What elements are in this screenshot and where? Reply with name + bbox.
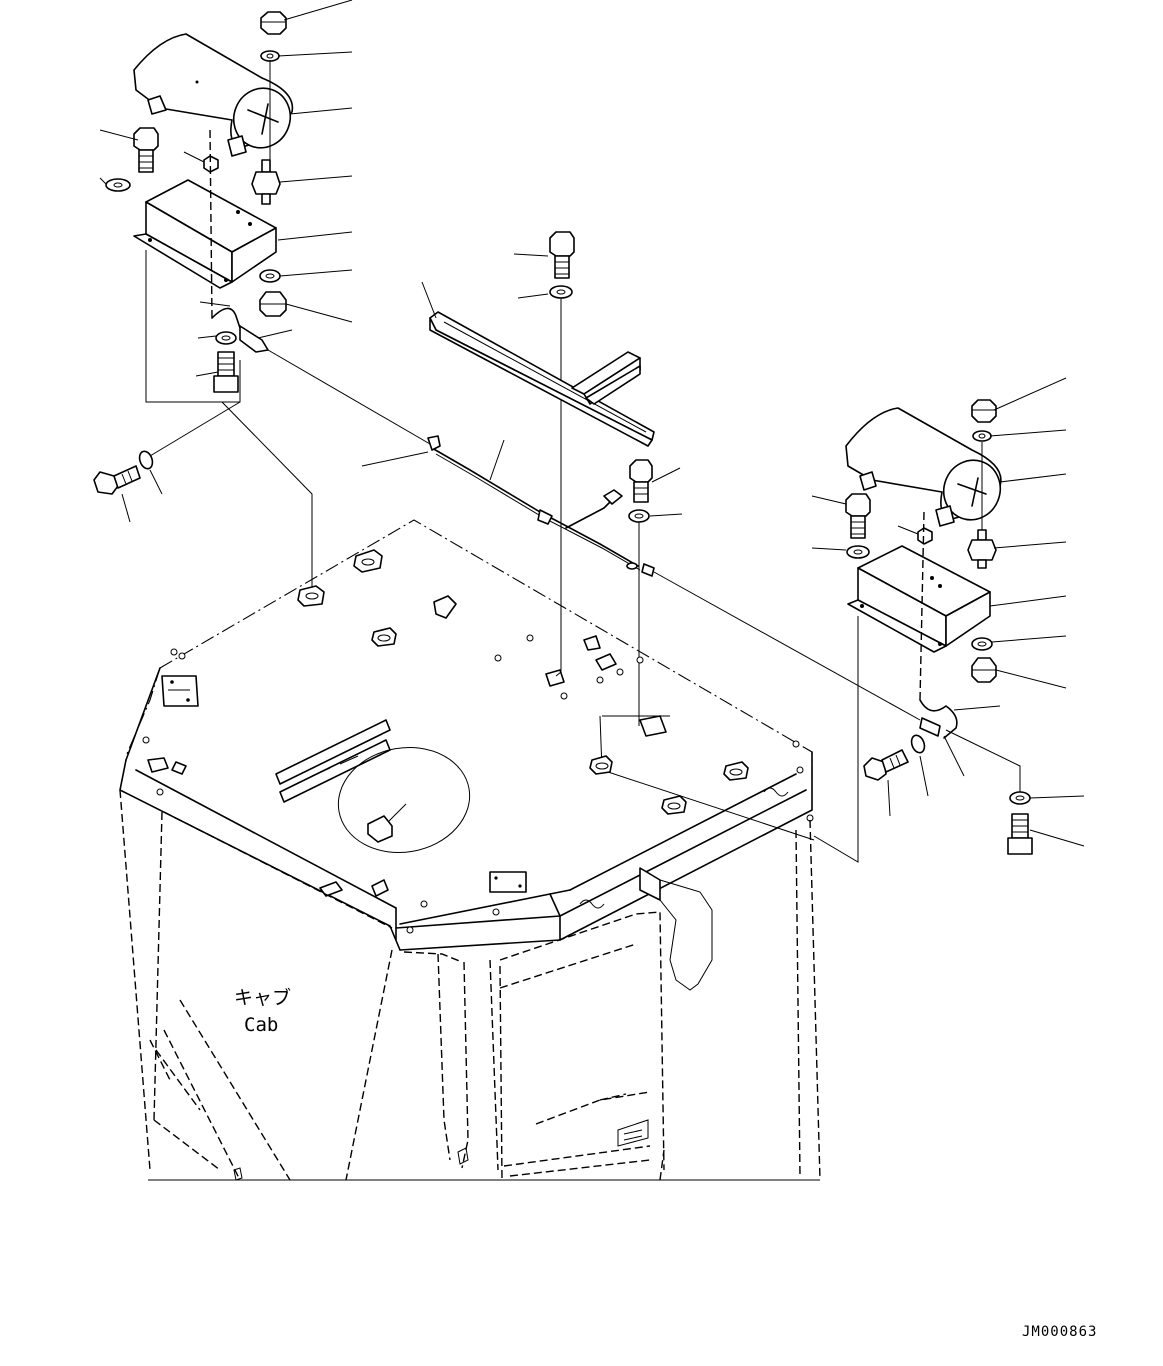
right-rubber-mount-icon xyxy=(967,529,997,569)
right-lamp-assembly xyxy=(811,377,1085,863)
right-ground-bolt-icon xyxy=(863,749,909,781)
right-top-nut-icon xyxy=(971,399,997,423)
cab-label-jp: キャブ xyxy=(234,986,291,1009)
left-washer-icon xyxy=(105,178,131,192)
center-right-bolt-icon xyxy=(629,459,653,503)
cab-body xyxy=(119,789,821,1181)
center-assembly xyxy=(267,231,921,726)
right-bottom-bolt-icon xyxy=(1007,813,1033,855)
left-top-washer-icon xyxy=(260,50,280,62)
left-bottom-bolt-icon xyxy=(213,351,239,393)
left-lamp-assembly xyxy=(93,0,353,596)
cab-roof xyxy=(119,519,815,991)
left-bolt-icon xyxy=(133,127,159,173)
right-bracket-icon xyxy=(847,545,991,653)
right-bottom-washer-icon xyxy=(1009,791,1031,805)
left-ground-bolt-icon xyxy=(93,465,141,495)
left-lamp-housing-icon xyxy=(133,33,294,157)
left-rubber-mount-icon xyxy=(251,159,281,205)
right-washer-icon xyxy=(846,545,870,559)
left-ground-washer-icon xyxy=(138,450,154,470)
right-ground-washer-icon xyxy=(910,734,926,754)
roof-mounting-pads xyxy=(142,549,814,934)
left-lower-washer-icon xyxy=(259,269,281,283)
left-bottom-washer-icon xyxy=(215,331,237,345)
right-lower-washer-icon xyxy=(971,637,993,651)
antenna-callout xyxy=(337,747,471,853)
left-bracket-icon xyxy=(133,179,277,289)
right-bolt-icon xyxy=(845,493,871,539)
left-lower-nut-icon xyxy=(259,291,287,317)
roof-vent-panel xyxy=(275,719,391,803)
mounting-beam-icon xyxy=(429,311,655,447)
center-right-washer-icon xyxy=(628,509,650,523)
left-top-nut-icon xyxy=(260,11,287,35)
right-lamp-housing-icon xyxy=(845,407,1002,527)
center-washer-icon xyxy=(549,285,573,299)
right-top-washer-icon xyxy=(972,430,992,442)
right-lower-nut-icon xyxy=(971,657,997,683)
drawing-code: JM000863 xyxy=(1022,1324,1097,1340)
center-bolt-icon xyxy=(549,231,575,279)
cab-label-en: Cab xyxy=(244,1014,278,1036)
wire-harness-icon xyxy=(427,435,655,577)
